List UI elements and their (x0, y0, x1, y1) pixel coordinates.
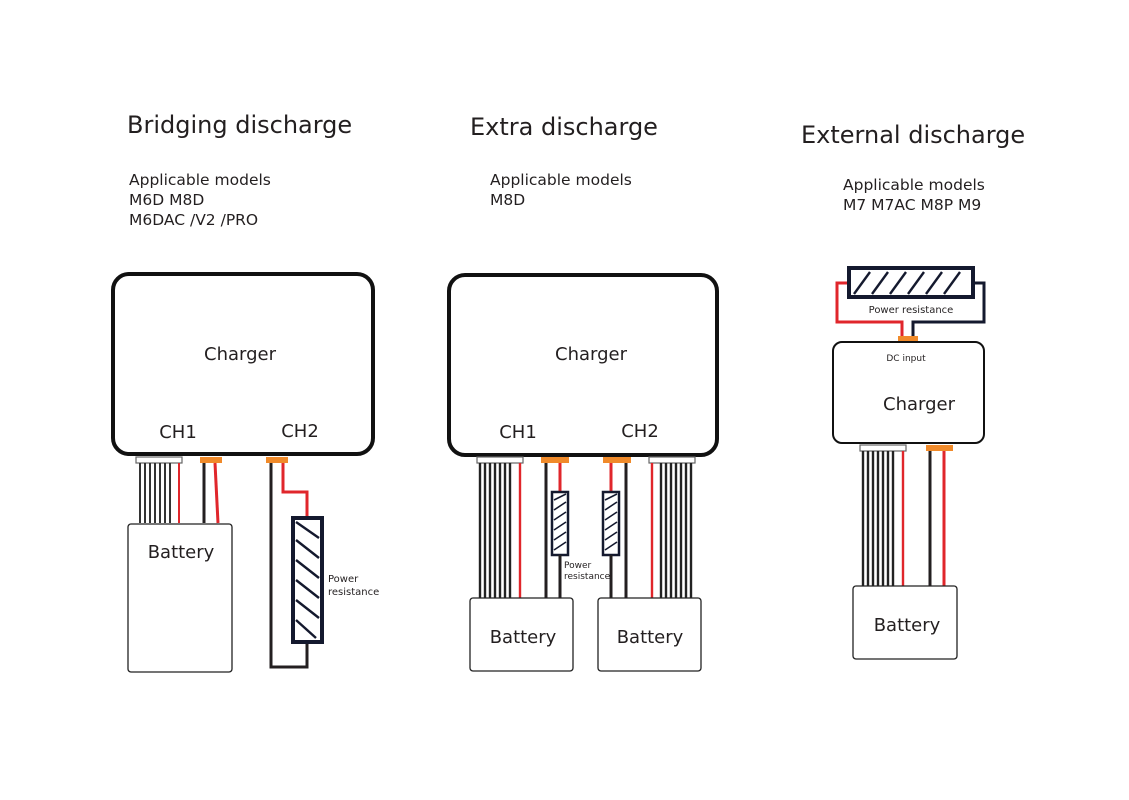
models-line: M8D (490, 191, 525, 209)
power-resistor (291, 516, 324, 644)
models-heading: Applicable models (129, 171, 271, 189)
models-line: M6DAC /V2 /PRO (129, 211, 258, 229)
models-line: M6D M8D (129, 191, 204, 209)
charger-box (447, 273, 719, 457)
channel-label-ch1: CH1 (499, 422, 537, 443)
battery (127, 523, 233, 673)
charger-label: Charger (555, 344, 628, 365)
wire-positive (281, 463, 309, 518)
panel-external-discharge: External discharge Applicable models M7 … (801, 121, 1025, 660)
charger-label: Charger (204, 344, 277, 365)
battery-label: Battery (148, 542, 215, 563)
resistor-label: resistance (564, 572, 611, 582)
charger-label: Charger (883, 394, 956, 415)
battery-right (597, 597, 702, 672)
balance-plug (135, 456, 183, 464)
dc-input-label: DC input (886, 354, 926, 364)
wire-positive (213, 462, 220, 524)
battery-label: Battery (617, 627, 684, 648)
ch2-connector (603, 457, 631, 463)
panel-bridging-discharge: Bridging discharge Applicable models M6D… (111, 111, 379, 673)
battery-label: Battery (874, 615, 941, 636)
battery (852, 585, 958, 660)
balance-lead-left (476, 456, 524, 598)
charger-box (832, 341, 985, 444)
models-heading: Applicable models (490, 171, 632, 189)
panel-title: Extra discharge (470, 113, 658, 141)
wire-negative-loop (269, 463, 309, 669)
power-resistor (601, 490, 621, 557)
charger-box (111, 272, 375, 456)
dc-input-connector (898, 336, 918, 342)
power-resistor (550, 490, 570, 557)
main-connector (200, 457, 222, 463)
resistor-label: Power (328, 574, 359, 585)
panel-extra-discharge: Extra discharge Applicable models M8D Ch… (447, 113, 719, 672)
balance-lead (135, 456, 183, 523)
resistor-label: Power resistance (869, 305, 954, 316)
resistor-label: Power (564, 561, 592, 571)
balance-lead (859, 444, 907, 586)
wire-negative (911, 281, 986, 337)
battery-label: Battery (490, 627, 557, 648)
power-resistor (847, 266, 975, 299)
ch1-connector (541, 457, 569, 463)
ch2-connector (266, 457, 288, 463)
channel-label-ch1: CH1 (159, 422, 197, 443)
panel-title: External discharge (801, 121, 1025, 149)
channel-label-ch2: CH2 (621, 421, 659, 442)
main-connector (926, 445, 953, 451)
resistor-label: resistance (328, 587, 379, 598)
wire-positive (835, 281, 904, 337)
panel-title: Bridging discharge (127, 111, 352, 139)
balance-lead-right (648, 456, 696, 598)
models-line: M7 M7AC M8P M9 (843, 196, 981, 214)
channel-label-ch2: CH2 (281, 421, 319, 442)
models-heading: Applicable models (843, 176, 985, 194)
battery-left (469, 597, 574, 672)
